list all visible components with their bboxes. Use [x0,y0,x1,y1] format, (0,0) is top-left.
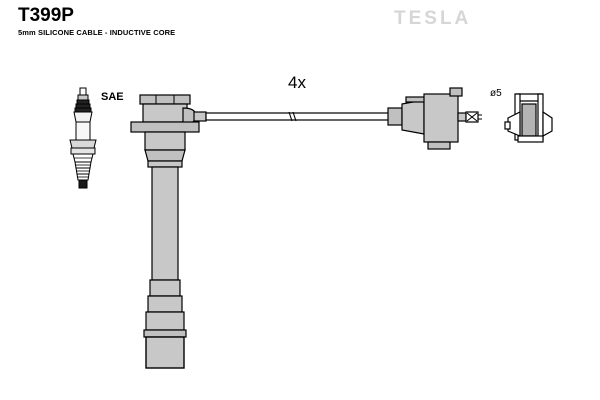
cable-quantity-label: 4x [288,73,306,92]
plug-boot-assembly [130,94,207,369]
terminal-detail [504,93,553,143]
tesla-brand-logo: TESLA [394,8,472,29]
title-block: T399P 5mm SILICONE CABLE - INDUCTIVE COR… [18,6,175,37]
spark-plug [69,87,97,189]
sae-label: SAE [101,91,124,103]
part-description: 5mm SILICONE CABLE - INDUCTIVE CORE [18,28,176,37]
cable-diameter-label: ø5 [490,88,502,99]
ignition-cable [205,111,391,122]
distributor-connector [387,87,482,150]
part-number: T399P [18,5,74,26]
